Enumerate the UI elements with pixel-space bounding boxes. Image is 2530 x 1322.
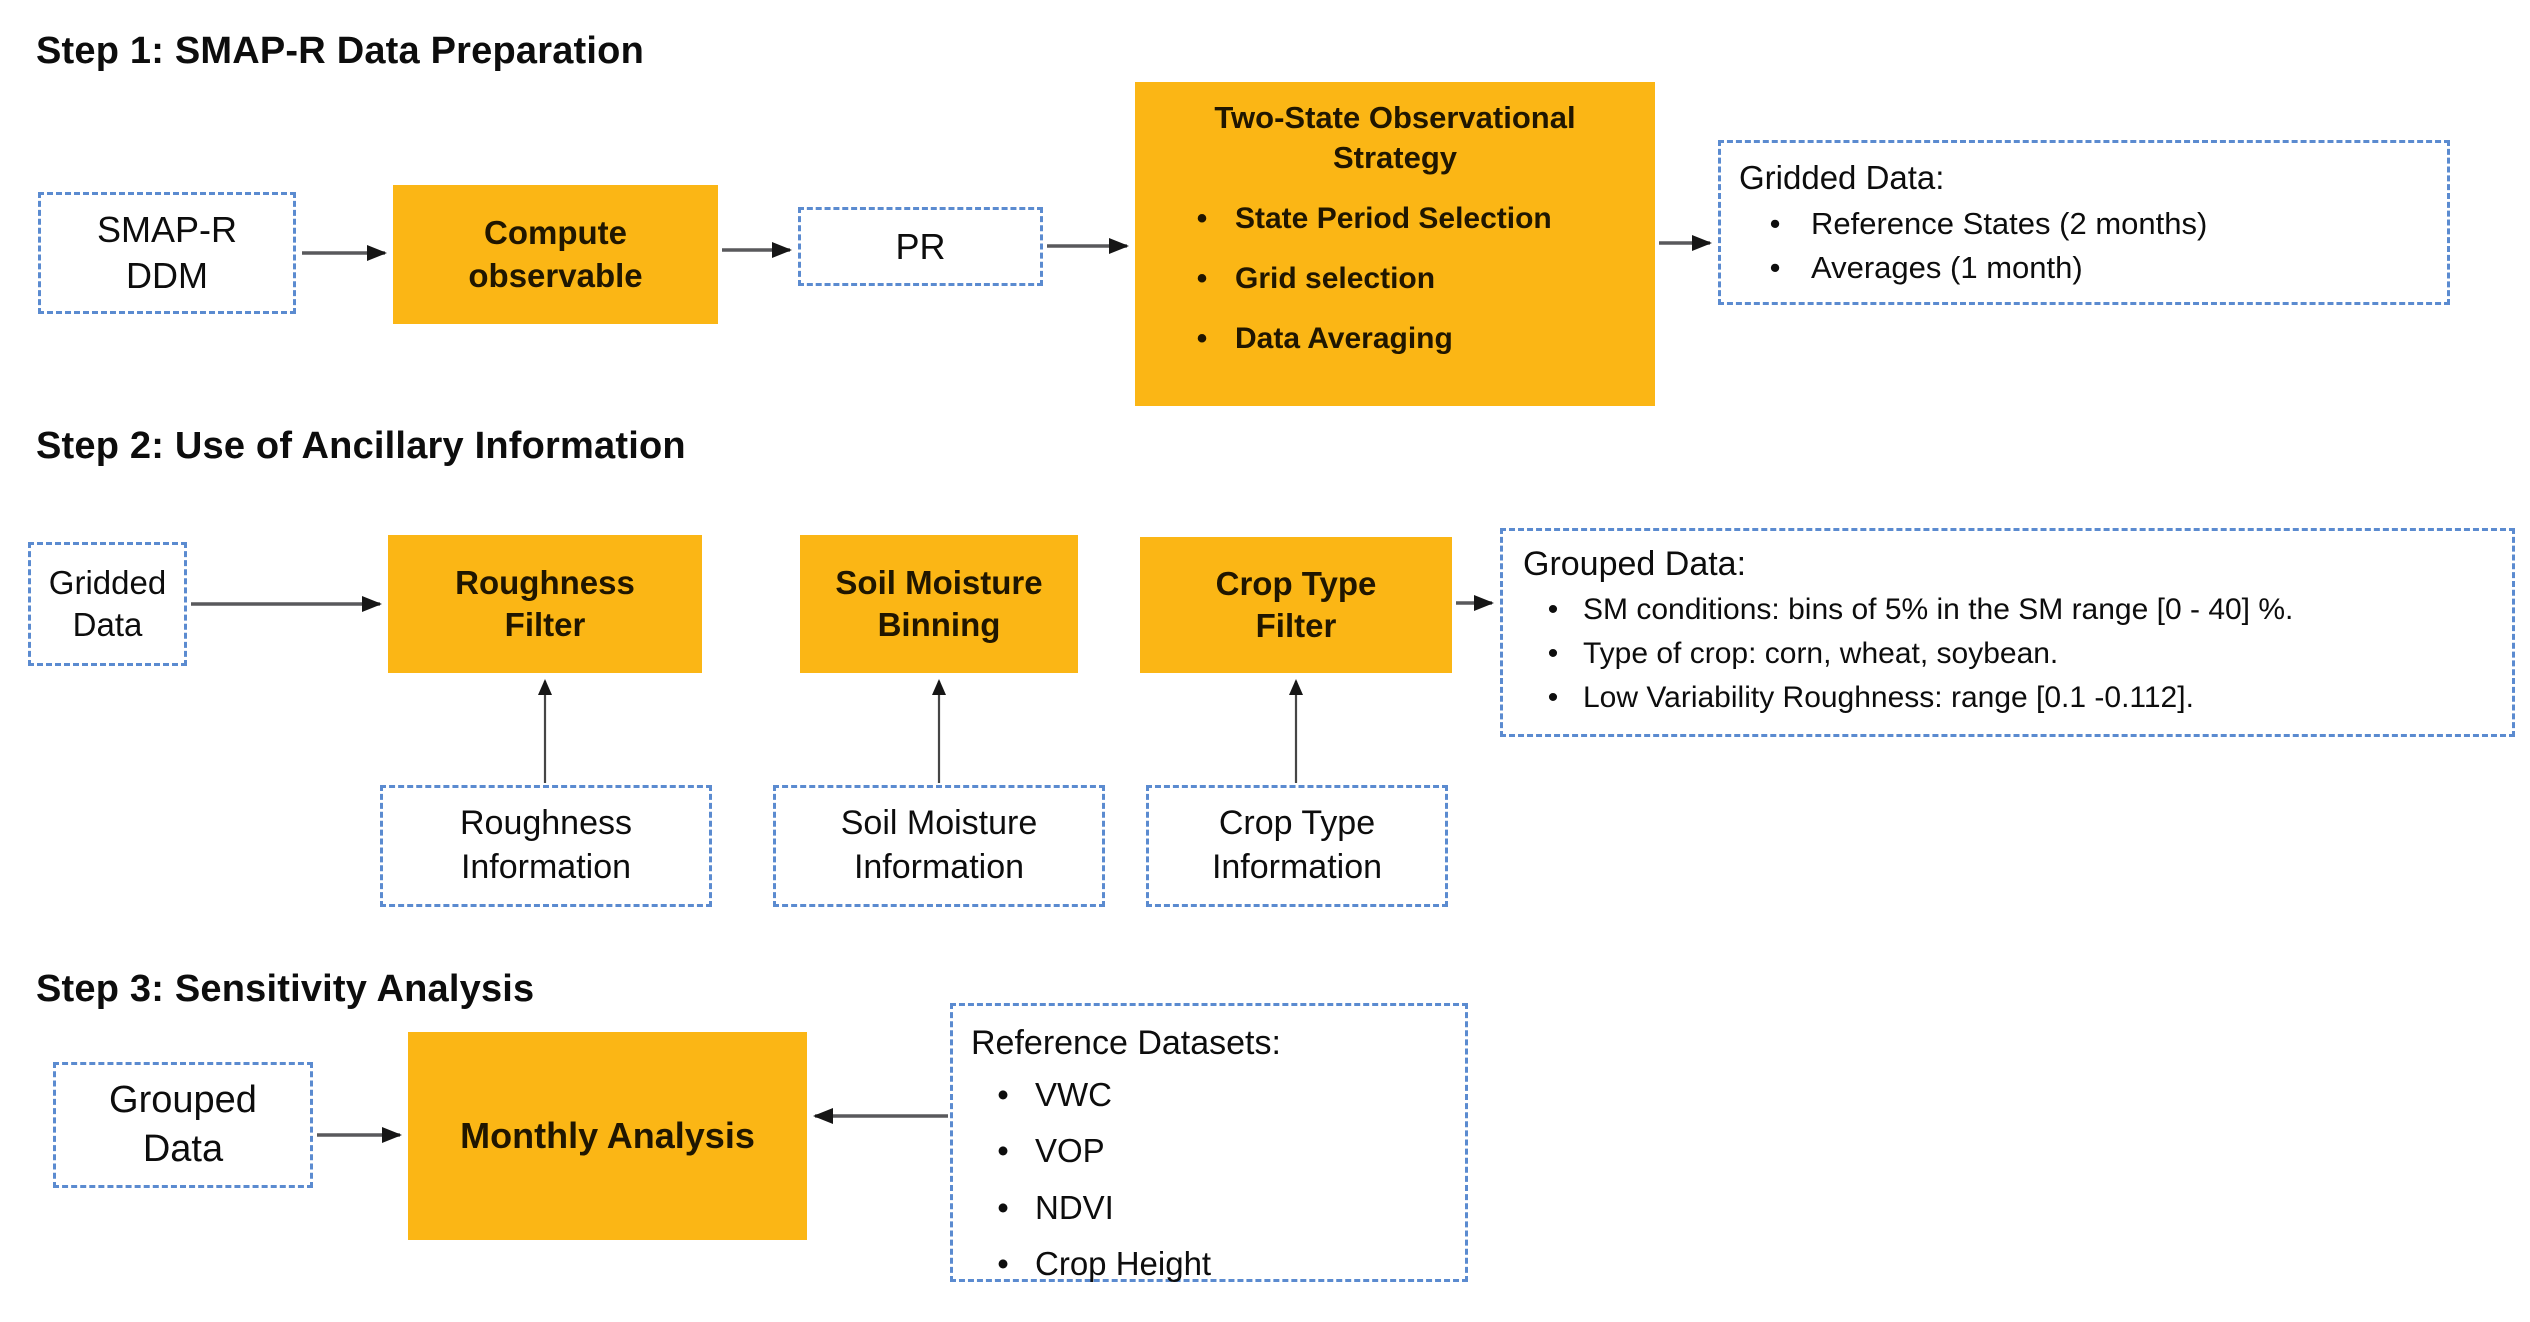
- two-state-strategy-box: Two-State Observational Strategy State P…: [1135, 82, 1655, 406]
- list-item: VOP: [971, 1131, 1105, 1171]
- two-state-bullet: State Period Selection: [1235, 201, 1552, 235]
- monthly-analysis-box: Monthly Analysis: [408, 1032, 807, 1240]
- list-item: Reference States (2 months): [1739, 202, 2207, 245]
- bullet-icon: [971, 1131, 1035, 1171]
- list-item: Crop Height: [971, 1244, 1211, 1284]
- step3-title: Step 3: Sensitivity Analysis: [36, 968, 535, 1010]
- list-item: Type of crop: corn, wheat, soybean.: [1523, 632, 2058, 676]
- bullet-icon: [1169, 199, 1235, 238]
- bullet-icon: [971, 1244, 1035, 1284]
- bullet-icon: [1169, 259, 1235, 298]
- gridded-data-bullet: Reference States (2 months): [1811, 206, 2208, 242]
- bullet-icon: [971, 1075, 1035, 1115]
- grouped-data-title: Grouped Data:: [1523, 545, 1747, 583]
- list-item: SM conditions: bins of 5% in the SM rang…: [1523, 588, 2293, 632]
- gridded-data-output-box: Gridded Data: Reference States (2 months…: [1718, 140, 2450, 305]
- bullet-icon: [1523, 632, 1583, 676]
- gridded-data-title: Gridded Data:: [1739, 159, 1945, 196]
- gridded-data-input-box: Gridded Data: [28, 542, 187, 666]
- roughness-filter-box: Roughness Filter: [388, 535, 702, 673]
- grouped-data-input-box: Grouped Data: [53, 1062, 313, 1188]
- reference-datasets-box: Reference Datasets: VWC VOP NDVI Crop He…: [950, 1003, 1468, 1282]
- soil-moisture-information-box: Soil Moisture Information: [773, 785, 1105, 907]
- step1-title: Step 1: SMAP-R Data Preparation: [36, 30, 644, 72]
- list-item: Grid selection: [1169, 259, 1645, 298]
- two-state-title: Two-State Observational Strategy: [1214, 100, 1576, 176]
- compute-observable-box: Compute observable: [393, 185, 718, 324]
- list-item: State Period Selection: [1169, 199, 1645, 238]
- reference-dataset-bullet: NDVI: [1035, 1188, 1114, 1226]
- soil-moisture-binning-box: Soil Moisture Binning: [800, 535, 1078, 673]
- roughness-information-box: Roughness Information: [380, 785, 712, 907]
- list-item: VWC: [971, 1075, 1112, 1115]
- reference-dataset-bullet: Crop Height: [1035, 1245, 1212, 1283]
- bullet-icon: [1523, 588, 1583, 632]
- grouped-data-output-box: Grouped Data: SM conditions: bins of 5% …: [1500, 528, 2515, 737]
- bullet-icon: [1739, 202, 1811, 245]
- grouped-data-bullet: SM conditions: bins of 5% in the SM rang…: [1583, 592, 2294, 626]
- two-state-bullet: Grid selection: [1235, 261, 1436, 295]
- two-state-bullet: Data Averaging: [1235, 321, 1453, 355]
- bullet-icon: [1739, 246, 1811, 289]
- reference-dataset-bullet: VWC: [1035, 1075, 1112, 1113]
- step2-title: Step 2: Use of Ancillary Information: [36, 425, 686, 467]
- pr-box: PR: [798, 207, 1043, 286]
- crop-type-filter-box: Crop Type Filter: [1140, 537, 1452, 673]
- list-item: Low Variability Roughness: range [0.1 -0…: [1523, 676, 2194, 720]
- list-item: NDVI: [971, 1188, 1114, 1228]
- reference-dataset-bullet: VOP: [1035, 1132, 1105, 1170]
- list-item: Data Averaging: [1169, 319, 1645, 358]
- bullet-icon: [1169, 319, 1235, 358]
- crop-type-information-box: Crop Type Information: [1146, 785, 1448, 907]
- grouped-data-bullet: Low Variability Roughness: range [0.1 -0…: [1583, 680, 2194, 714]
- bullet-icon: [1523, 676, 1583, 720]
- reference-datasets-title: Reference Datasets:: [971, 1024, 1281, 1062]
- smap-r-ddm-box: SMAP-R DDM: [38, 192, 296, 314]
- list-item: Averages (1 month): [1739, 246, 2083, 289]
- bullet-icon: [971, 1188, 1035, 1228]
- gridded-data-bullet: Averages (1 month): [1811, 249, 2083, 285]
- grouped-data-bullet: Type of crop: corn, wheat, soybean.: [1583, 636, 2059, 670]
